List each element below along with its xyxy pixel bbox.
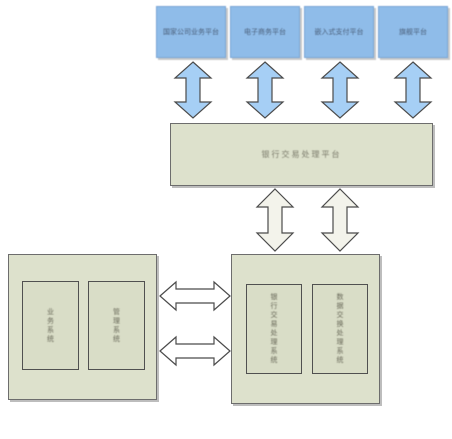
vertical-double-arrow-2 xyxy=(245,61,285,119)
hub-double-arrow-2 xyxy=(320,188,360,252)
top-module-label: 嵌入式支付平台 xyxy=(314,28,364,36)
vertical-double-arrow-1 xyxy=(173,61,213,119)
hub-double-arrow-1 xyxy=(255,188,295,252)
top-module-label: 国家公司业务平台 xyxy=(163,28,219,36)
top-module-label: 旗舰平台 xyxy=(399,28,427,36)
left-inner-box-2: 管理系统 xyxy=(88,281,145,370)
horizontal-double-arrow-2 xyxy=(159,335,231,367)
top-module-box-1: 国家公司业务平台 xyxy=(156,6,226,58)
top-module-box-3: 嵌入式支付平台 xyxy=(304,6,374,58)
top-module-box-2: 电子商务平台 xyxy=(230,6,300,58)
top-module-box-4: 旗舰平台 xyxy=(378,6,448,58)
left-inner-label: 业务系统 xyxy=(46,307,55,344)
left-inner-box-1: 业务系统 xyxy=(22,281,79,370)
vertical-double-arrow-4 xyxy=(393,61,433,119)
left-inner-label: 管理系统 xyxy=(112,307,121,344)
top-module-label: 电子商务平台 xyxy=(244,28,286,36)
right-inner-label: 银行交易处理系统 xyxy=(270,293,278,365)
right-inner-box-1: 银行交易处理系统 xyxy=(246,284,302,374)
right-system-panel: 银行交易处理系统 数据交换处理系统 xyxy=(231,254,380,404)
hub-label: 银行交易处理平台 xyxy=(261,150,342,159)
right-inner-label: 数据交换处理系统 xyxy=(336,293,344,365)
vertical-double-arrow-3 xyxy=(320,61,360,119)
left-system-panel: 业务系统 管理系统 xyxy=(8,254,157,400)
right-inner-box-2: 数据交换处理系统 xyxy=(312,284,368,374)
horizontal-double-arrow-1 xyxy=(159,280,231,312)
hub-platform-box: 银行交易处理平台 xyxy=(170,123,433,186)
